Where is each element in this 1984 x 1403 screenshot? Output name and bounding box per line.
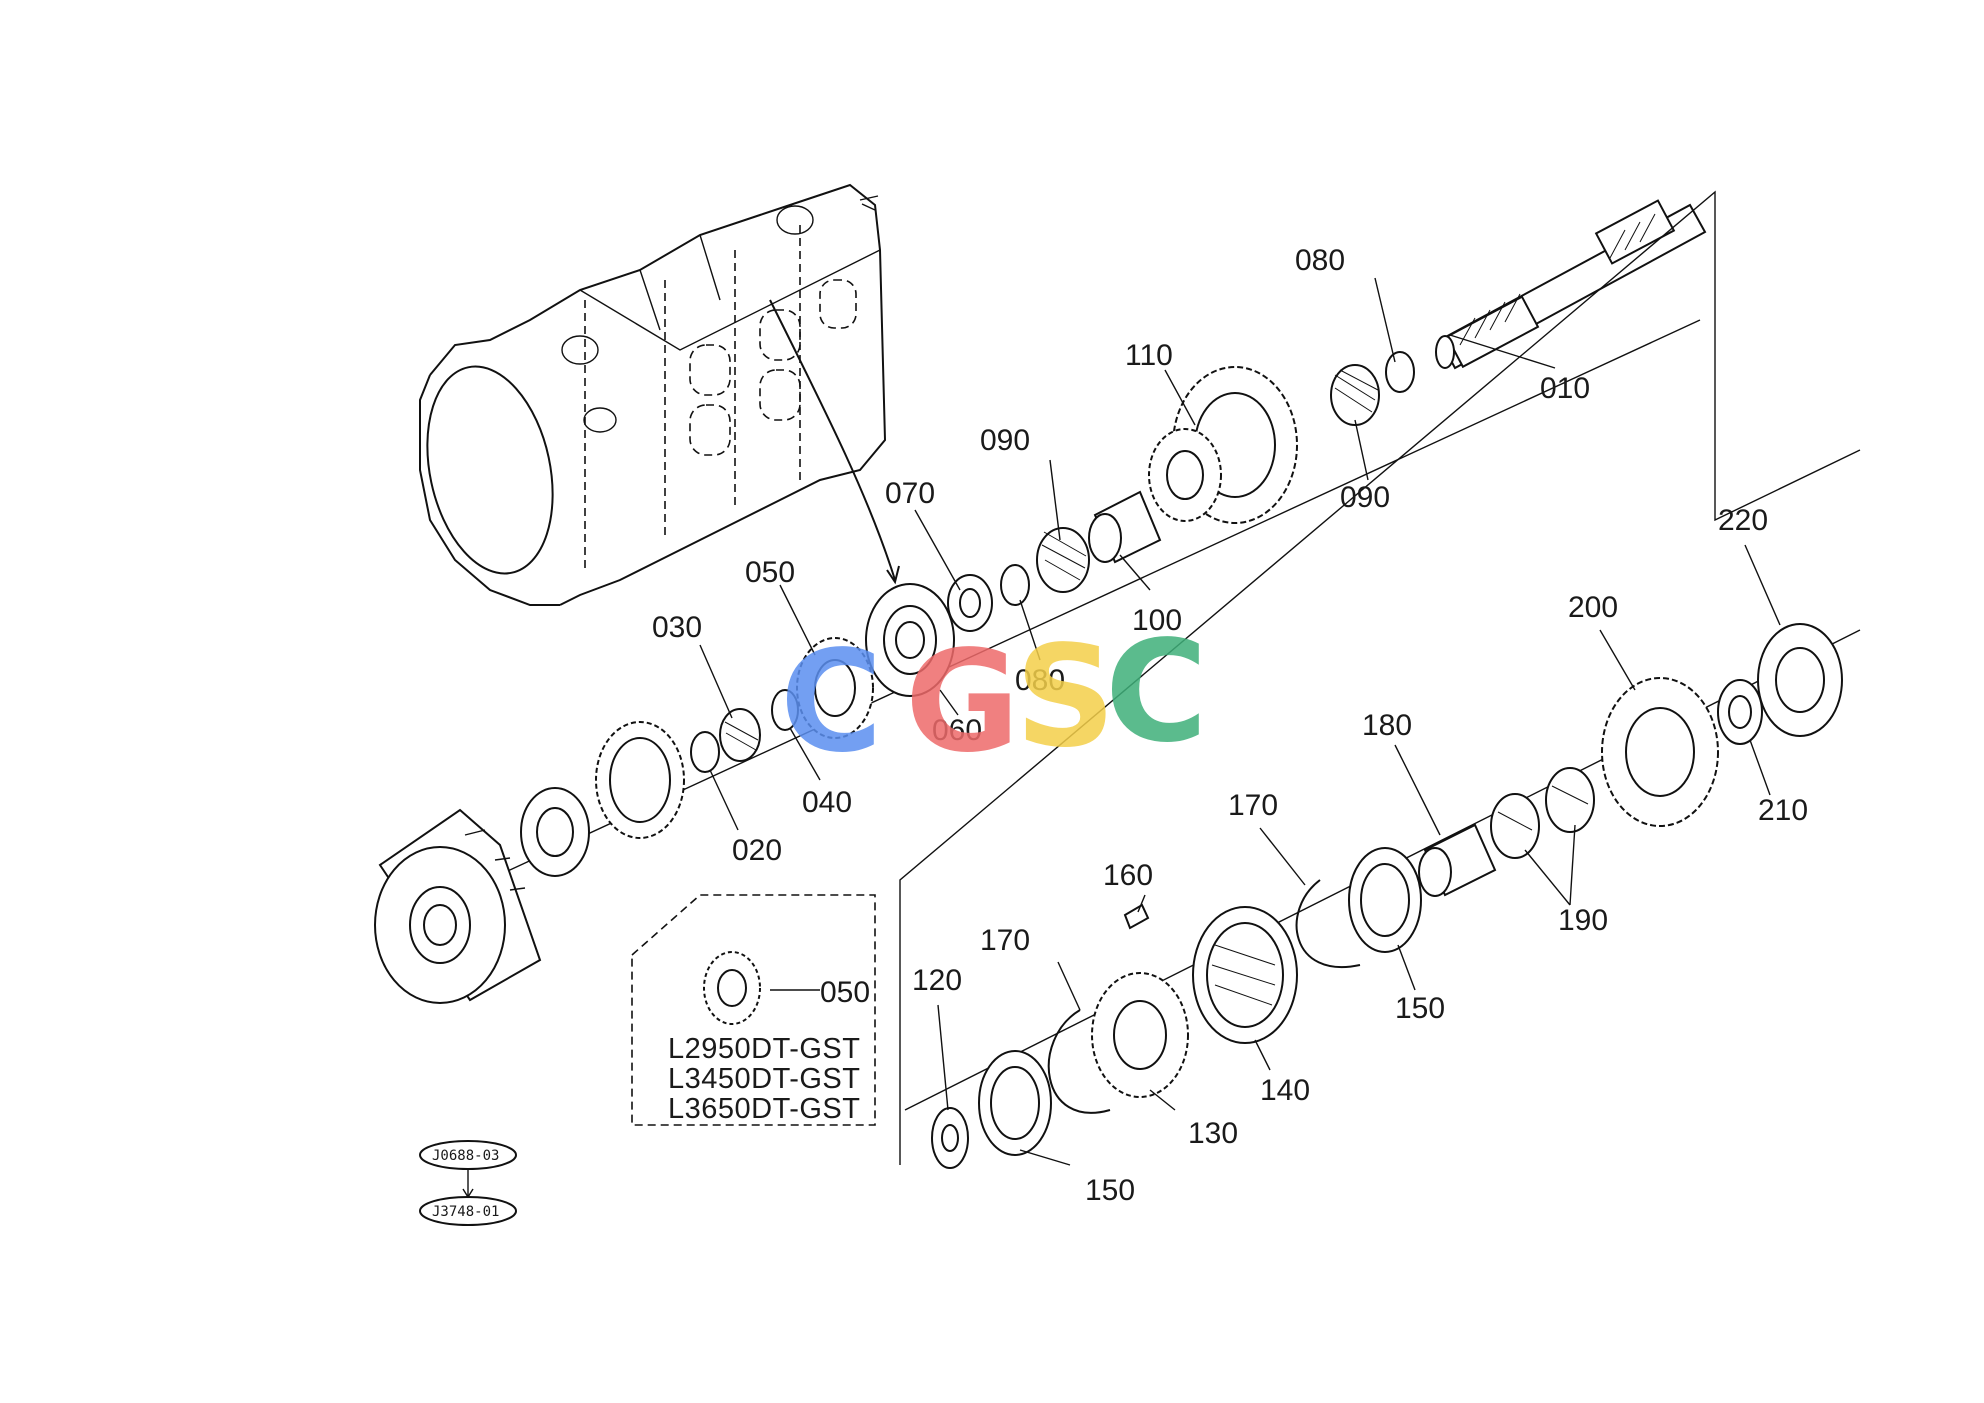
model-name: L3450DT-GST: [668, 1063, 860, 1095]
label-060: 060: [932, 714, 982, 747]
watermark-letter: S: [1015, 616, 1116, 779]
clutch-drum: [374, 808, 542, 1004]
label-150-upper: 150: [1395, 992, 1445, 1025]
label-090-right: 090: [1340, 481, 1390, 514]
label-170-lower: 170: [980, 924, 1030, 957]
label-160: 160: [1103, 859, 1153, 892]
label-070: 070: [885, 477, 935, 510]
model-name: L2950DT-GST: [668, 1033, 860, 1065]
leader-lines: [699, 277, 1781, 1166]
label-130: 130: [1188, 1117, 1238, 1150]
label-020: 020: [732, 834, 782, 867]
label-140: 140: [1260, 1074, 1310, 1107]
reference-codes: J0688-03 J3748-01: [419, 1140, 517, 1226]
watermark-letter: C: [1105, 611, 1208, 774]
label-190: 190: [1558, 904, 1608, 937]
transmission-case: [419, 183, 900, 606]
label-090-left: 090: [980, 424, 1030, 457]
label-110: 110: [1125, 339, 1173, 372]
label-150-lower: 150: [1085, 1174, 1135, 1207]
label-080-top: 080: [1295, 244, 1345, 277]
label-220: 220: [1718, 504, 1768, 537]
reference-code-top: J0688-03: [432, 1148, 499, 1164]
part-labels: 010 080 110 090 090 070 100 080 060 050 …: [652, 244, 1808, 1207]
main-shaft-assembly: [374, 199, 1707, 1004]
counter-shaft-assembly: [904, 623, 1861, 1169]
watermark-logo: C G S C: [780, 611, 1208, 784]
group-frame: [899, 190, 1861, 1165]
label-120: 120: [912, 964, 962, 997]
watermark-letter: G: [905, 621, 1020, 784]
label-040: 040: [802, 786, 852, 819]
label-170-upper: 170: [1228, 789, 1278, 822]
gear-110: [1148, 366, 1298, 524]
model-list: L2950DT-GST L3450DT-GST L3650DT-GST: [668, 1033, 860, 1125]
label-030: 030: [652, 611, 702, 644]
label-080-mid: 080: [1015, 664, 1065, 697]
reference-code-bottom: J3748-01: [432, 1204, 499, 1220]
label-200: 200: [1568, 591, 1618, 624]
watermark-letter: C: [780, 621, 883, 784]
label-180: 180: [1362, 709, 1412, 742]
model-inset: [631, 894, 876, 1126]
label-010: 010: [1540, 372, 1590, 405]
label-210: 210: [1758, 794, 1808, 827]
label-100: 100: [1132, 604, 1182, 637]
label-050: 050: [745, 556, 795, 589]
label-050-inset: 050: [820, 976, 870, 1009]
model-name: L3650DT-GST: [668, 1093, 860, 1125]
